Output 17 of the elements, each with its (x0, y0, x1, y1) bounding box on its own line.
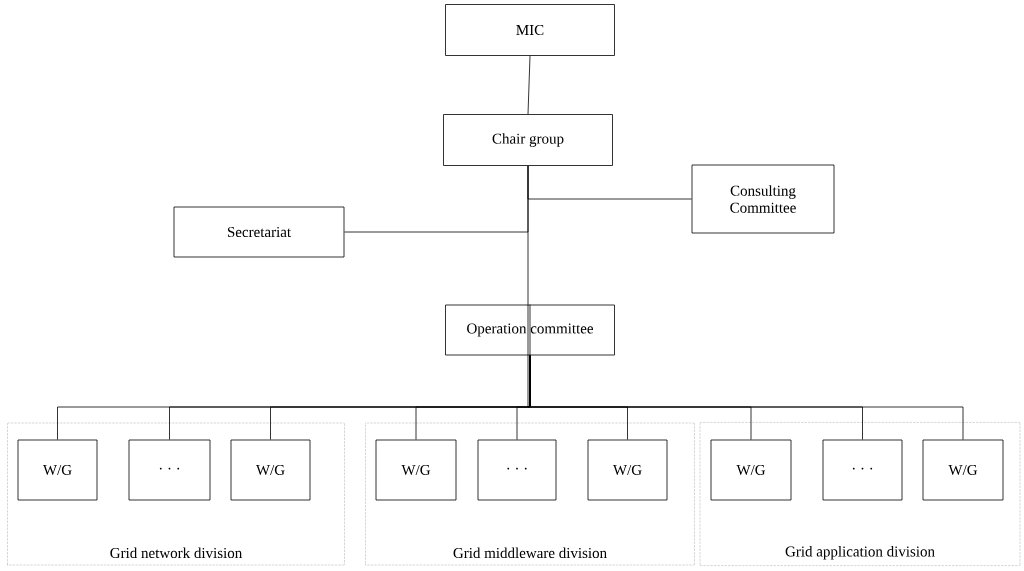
working-group-box: W/G (230, 439, 311, 501)
working-group-box: W/G (922, 439, 1004, 501)
working-group-box: W/G (375, 439, 457, 501)
connector-line (529, 355, 964, 440)
working-group-box: W/G (17, 439, 98, 501)
connector-line (527, 55, 531, 115)
org-box: Chair group (443, 114, 613, 166)
working-group-box: W/G (710, 439, 792, 501)
org-box: Consulting Committee (691, 164, 835, 234)
org-box: Operation committee (445, 304, 615, 356)
connector-line (527, 165, 531, 408)
org-box: MIC (445, 4, 615, 56)
org-box: Secretariat (173, 206, 345, 258)
working-group-box: W/G (587, 439, 668, 501)
ellipsis-box: . . . (822, 439, 903, 501)
ellipsis-box: . . . (477, 439, 557, 501)
ellipsis-box: . . . (128, 439, 211, 501)
